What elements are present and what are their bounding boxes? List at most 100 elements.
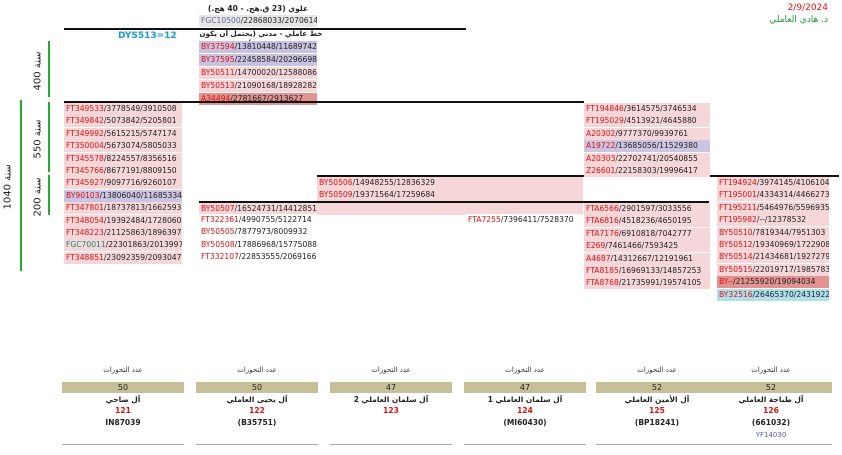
kit-code: (B35751) xyxy=(237,418,277,427)
snp-positions: /21735991/19574105 xyxy=(618,278,702,288)
mutation-count: 52 xyxy=(596,382,718,393)
snp-positions: /3778549/3910508 xyxy=(103,104,177,113)
snp-cell: BY--/21255920/19094034 xyxy=(717,276,829,289)
snp-id: BY90103 xyxy=(66,190,100,200)
footer-divider xyxy=(196,444,318,445)
snp-cell: FT194846/3614575/3746534 xyxy=(584,103,710,115)
snp-positions: /7819344/7951303 xyxy=(752,227,826,237)
family-number: 122 xyxy=(249,406,265,415)
snp-id: FTA7255 xyxy=(468,215,501,224)
snp-positions: /22702741/20540855 xyxy=(615,153,698,163)
mutation-count-label: عدد التحورات xyxy=(505,366,545,374)
era-line-1 xyxy=(64,101,584,103)
snp-positions: /22158303/19996417 xyxy=(615,166,698,175)
snp-positions: /4990755/5122714 xyxy=(238,215,312,224)
snp-cell: FT347801/18737813/16625933 xyxy=(64,202,182,215)
snp-cell: FT195211/5464976/5596935 xyxy=(717,201,829,214)
era-label-550: 550 سنة xyxy=(32,119,44,159)
snp-cell: FT349992/5615215/5747174 xyxy=(64,127,182,140)
snp-positions: /9777370/9939761 xyxy=(615,128,689,138)
snp-id: BY-- xyxy=(719,277,734,287)
snp-cell: FT194924/3974145/4106104 xyxy=(717,177,829,189)
snp-positions: /5615215/5747174 xyxy=(103,128,177,138)
snp-positions: /7877973/8009932 xyxy=(234,227,308,237)
mutation-count-label: عدد التحورات xyxy=(103,366,143,374)
snp-positions: /14312667/12191961 xyxy=(610,253,693,263)
snp-cell: FT195029/4513921/4645880 xyxy=(584,115,710,128)
snp-positions: /22301863/20139977 xyxy=(105,240,182,250)
snp-cell: BY32516/26465370/24319223 xyxy=(717,288,829,301)
family-number: 125 xyxy=(649,406,665,415)
top-box-cell: FGC10500/22868033/20706147 xyxy=(199,15,317,27)
snp-cell: FTA7255/7396411/7528370 xyxy=(466,214,584,226)
snp-positions: /21434681/19272795 xyxy=(752,252,829,262)
snp-cell: FTA7176/6910818/7042777 xyxy=(584,227,710,240)
snp-id: FTA6816 xyxy=(586,216,619,226)
snp-id: A20302 xyxy=(586,128,616,138)
family-number: 121 xyxy=(115,406,131,415)
snp-cell: FT348223/21125863/18963977 xyxy=(64,227,182,239)
extra-code: YF14030 xyxy=(755,431,787,439)
snp-positions: /21090168/18928282 xyxy=(234,81,317,90)
snp-positions: /26465370/24319223 xyxy=(752,289,829,299)
era-bar-400 xyxy=(48,41,50,97)
snp-id: BY37595 xyxy=(201,55,235,64)
snp-id: FT348223 xyxy=(66,228,104,237)
snp-positions: /22019717/19857831 xyxy=(752,264,829,274)
snp-cell: FT345766/8677191/8809150 xyxy=(64,165,182,177)
snp-cell: FT195982/--/12378532 xyxy=(717,214,829,227)
snp-positions: /22458584/20296698 xyxy=(234,55,317,64)
snp-id: FT322361 xyxy=(201,215,239,224)
family-number: 123 xyxy=(383,406,399,415)
snp-positions: /4513921/4645880 xyxy=(623,116,697,126)
family-name: آل ضاحي xyxy=(105,395,141,404)
snp-id: FT194924 xyxy=(719,178,757,187)
snp-id: BY32516 xyxy=(719,289,753,299)
snp-cell: FT345927/9097716/9260107 xyxy=(64,177,182,190)
snp-cell: BY50514/21434681/19272795 xyxy=(717,251,829,264)
snp-positions: /13806040/11685334 xyxy=(99,190,182,200)
snp-cell: BY50509/19371564/17259684 xyxy=(317,189,583,201)
snp-cell: FTA6816/4518236/4650195 xyxy=(584,215,710,228)
snp-id: FT349842 xyxy=(66,116,104,126)
snp-id: FT349992 xyxy=(66,128,104,138)
family-name: آل سلمان العاملي 1 xyxy=(487,395,563,404)
snp-cell: FT345578/8224557/8356516 xyxy=(64,152,182,165)
snp-id: FGC70011 xyxy=(66,240,106,250)
snp-cell: FTA6566/2901597/3033556 xyxy=(584,203,710,215)
era-label-1040: 1040 سنة xyxy=(2,164,14,210)
snp-id: FT349533 xyxy=(66,104,104,113)
snp-cell: BY50510/7819344/7951303 xyxy=(717,226,829,239)
snp-cell: BY90103/13806040/11685334 xyxy=(64,189,182,202)
family-name: آل سلمان العاملي 2 xyxy=(353,395,429,404)
snp-cell: FT349533/3778549/3910508 xyxy=(64,103,182,115)
snp-id: A4687 xyxy=(586,253,611,263)
snp-id: FT345766 xyxy=(66,166,104,175)
snp-cell: FT350004/5673074/5805033 xyxy=(64,140,182,153)
snp-positions: /13685056/11529380 xyxy=(615,141,698,151)
mutation-count: 50 xyxy=(62,382,184,393)
snp-cell: FT195001/4334314/4466273 xyxy=(717,189,829,202)
snp-cell: FTA8768/21735991/19574105 xyxy=(584,277,710,290)
top-branch-line xyxy=(64,28,466,30)
snp-cell: A19722/13685056/11529380 xyxy=(584,140,710,153)
snp-cell: A4687/14312667/12191961 xyxy=(584,252,710,265)
era-label-400: 400 سنة xyxy=(32,51,44,91)
snp-cell: FTA8185/16969133/14857253 xyxy=(584,265,710,277)
snp-id: FT350004 xyxy=(66,141,104,151)
snp-id: BY50510 xyxy=(719,227,753,237)
snp-id: FT345578 xyxy=(66,153,104,163)
snp-positions: /22853555/20691669 xyxy=(238,252,317,262)
snp-id: E269 xyxy=(586,241,606,251)
footer-divider xyxy=(330,444,452,445)
snp-id: FTA8185 xyxy=(586,266,619,275)
snp-positions: /21255920/19094034 xyxy=(733,277,816,287)
era-bar-550 xyxy=(48,102,50,172)
snp-cell: BY50508/17886968/15775088 xyxy=(199,238,317,251)
snp-positions: /4334314/4466273 xyxy=(756,190,829,200)
family-name: آل يحيى العاملي xyxy=(226,395,288,404)
snp-id: BY50505 xyxy=(201,227,235,237)
snp-positions: /9097716/9260107 xyxy=(103,178,177,188)
snp-cell: FT348851/23092359/20930473 xyxy=(64,251,182,264)
snp-id: BY50506 xyxy=(319,178,353,187)
